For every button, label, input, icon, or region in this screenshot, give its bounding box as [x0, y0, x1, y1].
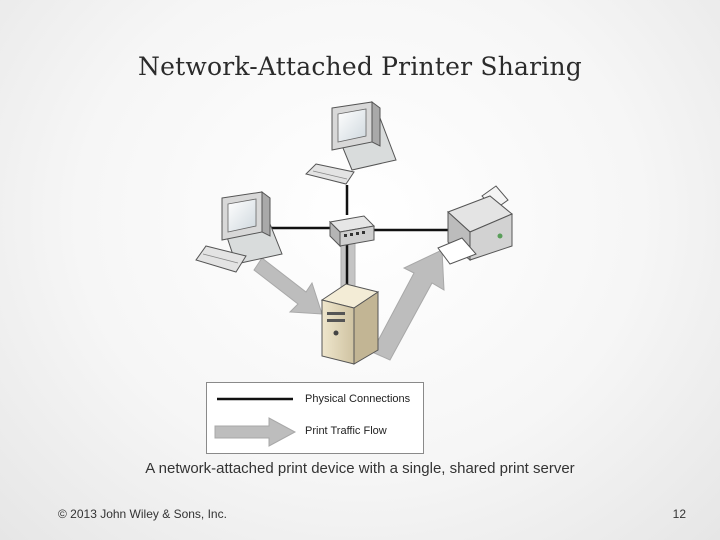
traffic-arrow-server-to-printer: [371, 249, 445, 361]
printer-icon: [437, 185, 513, 265]
diagram-legend: Physical Connections Print Traffic Flow: [206, 382, 424, 454]
workstation-icon: [195, 191, 283, 273]
slide-title: Network-Attached Printer Sharing: [138, 52, 582, 81]
server-icon: [320, 283, 380, 365]
switch-icon: [328, 215, 376, 248]
workstation-icon: [305, 101, 397, 185]
footer-copyright: © 2013 John Wiley & Sons, Inc.: [58, 507, 227, 521]
legend-symbols: [214, 397, 297, 447]
legend-traffic-arrow: [214, 417, 297, 447]
traffic-arrow-workstation-to-server: [253, 257, 323, 315]
page-number: 12: [672, 507, 686, 521]
legend-physical-label: Physical Connections: [305, 393, 411, 405]
diagram-caption: A network-attached print device with a s…: [145, 460, 575, 477]
legend-traffic-label: Print Traffic Flow: [305, 425, 387, 437]
